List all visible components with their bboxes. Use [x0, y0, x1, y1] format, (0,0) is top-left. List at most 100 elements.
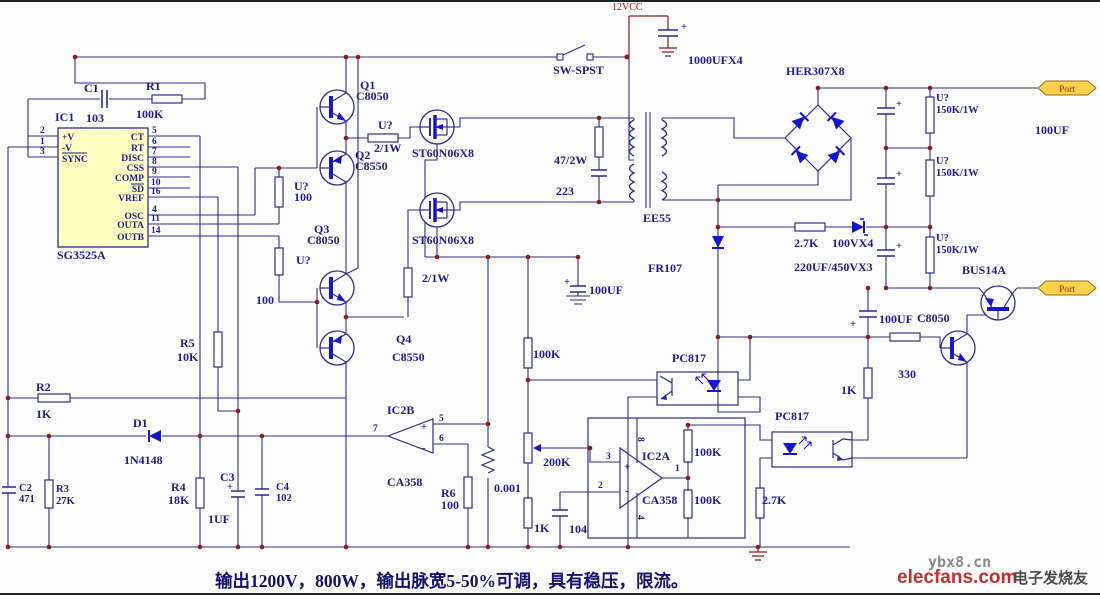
d1-val: 1N4148 [124, 453, 163, 467]
r1-val: 100K [136, 107, 164, 121]
out-re-val: 1K [841, 383, 857, 397]
r6-ref: R6 [441, 486, 456, 500]
pin-name: RT [131, 144, 145, 154]
bridge-diode-icon [790, 111, 810, 131]
transistor-c8050-out-icon [939, 329, 977, 367]
bridge-rectifier [784, 104, 852, 172]
shunt-zigzag [480, 446, 496, 474]
pin-num: 14 [151, 226, 161, 236]
plus-mark: + [564, 277, 570, 288]
switch-sw-spst [556, 53, 594, 61]
pin-name: -V [62, 144, 72, 154]
pin-num: 1 [675, 464, 680, 474]
cap-bank-val: 220UF/450VX3 [794, 260, 873, 274]
bridge-diode-icon [826, 111, 846, 131]
plus-mark: + [896, 169, 902, 180]
port-connector-1 [1037, 80, 1097, 96]
pin-num: 11 [151, 214, 160, 224]
pin-num: 2 [598, 481, 603, 491]
out-cap-label: 100UF [879, 312, 913, 326]
bleed1-ref: U? [936, 93, 949, 104]
labels: 12VCC SW-SPST 1000UFX4 IC1 C1 103 R1 100… [19, 2, 1088, 591]
r3-val: 27K [56, 496, 76, 507]
diode-1n4148-icon [148, 429, 162, 443]
zener-100vx4-icon [851, 220, 865, 234]
q1-ref: Q1 [360, 78, 375, 92]
transistor-q3-icon [318, 269, 356, 307]
pin-num: 4 [635, 515, 645, 520]
pin-name: SD [132, 185, 144, 195]
bleed3-val: 150K/1W [936, 245, 979, 256]
plus-mark: + [681, 22, 687, 33]
port1-label: Port [1059, 85, 1075, 95]
transistor-bus14a-icon [979, 284, 1017, 322]
c2-val: 471 [19, 494, 35, 505]
transformer-ee55 [628, 119, 668, 201]
opto1-emission-arrows [695, 373, 710, 385]
pin-num: 9 [152, 167, 157, 177]
opto-pc817-1 [656, 371, 739, 406]
pin-name: VREF [118, 194, 144, 204]
r6-val: 100 [441, 498, 459, 512]
plus-mark: + [896, 241, 902, 252]
pin-num: 8 [635, 437, 645, 442]
pin-num: 5 [152, 126, 157, 136]
port-connector-2 [1037, 280, 1097, 296]
bridge-diode-icon [826, 145, 846, 165]
mosfet-st60n06-2-icon [418, 191, 456, 229]
opamp-plus: + [624, 462, 630, 473]
zener-val: 100VX4 [832, 236, 873, 250]
fr107-label: FR107 [648, 261, 682, 275]
pin-num: 2 [40, 126, 45, 136]
c1-ref: C1 [84, 81, 99, 95]
pin-name: CSS [127, 164, 144, 174]
q3-ref: Q3 [314, 222, 329, 236]
pin-name: DISC [121, 154, 144, 164]
pot-val: 200K [543, 455, 571, 469]
pin-num: 1 [40, 137, 45, 147]
q4-part: C8550 [392, 350, 425, 364]
opto2-led-icon [782, 442, 798, 455]
opto2-label: PC817 [775, 409, 809, 423]
mos2-part: ST60N06X8 [412, 233, 474, 247]
pin-num: 5 [439, 414, 444, 424]
opamp-ic2b [386, 418, 434, 454]
snubber-r-val: 47/2W [554, 153, 587, 167]
opamp-minus: - [422, 443, 426, 454]
ic1-ref: IC1 [55, 110, 74, 124]
bulk-cap-label: 1000UFX4 [688, 53, 743, 67]
rb2-val: 100 [256, 293, 274, 307]
r1-ref: R1 [146, 79, 161, 93]
bleed2-ref: U? [936, 156, 949, 167]
ic1-part: SG3525A [57, 248, 106, 262]
q2-ref: Q2 [355, 148, 370, 162]
shunt-val: 0.001 [494, 481, 521, 495]
pin-num: 7 [152, 147, 157, 157]
rg1-val: 2/1W [374, 141, 401, 155]
opamp-ic2a [587, 417, 746, 539]
bridge-label: HER307X8 [786, 64, 845, 78]
caption-text: 输出1200V，800W，输出脉宽5-50%可调，具有稳压，限流。 [215, 571, 688, 591]
opto1-led-icon [706, 379, 722, 392]
sense-c-val: 100UF [589, 283, 623, 297]
mos1-part: ST60N06X8 [412, 146, 474, 160]
transistor-q4-icon [318, 329, 356, 367]
r3-ref: R3 [56, 484, 69, 495]
c3-val: 1UF [208, 512, 230, 526]
ic1-body [57, 127, 149, 248]
pin-name: SYNC [62, 155, 88, 165]
bleed3-ref: U? [936, 233, 949, 244]
r5-ref: R5 [180, 336, 195, 350]
pin-name: OUTA [117, 221, 144, 231]
pin-num: 3 [40, 147, 45, 157]
pin-num: 3 [606, 452, 611, 462]
port2-label: Port [1059, 285, 1075, 295]
c2-ref: C2 [19, 483, 32, 494]
watermark-brand-cn: 电子发烧友 [1013, 569, 1088, 587]
plus-mark: + [896, 99, 902, 110]
c4-val: 102 [276, 493, 292, 504]
rb1-val: 100 [294, 190, 312, 204]
components [2, 29, 1097, 539]
vcc-label: 12VCC [612, 2, 643, 13]
